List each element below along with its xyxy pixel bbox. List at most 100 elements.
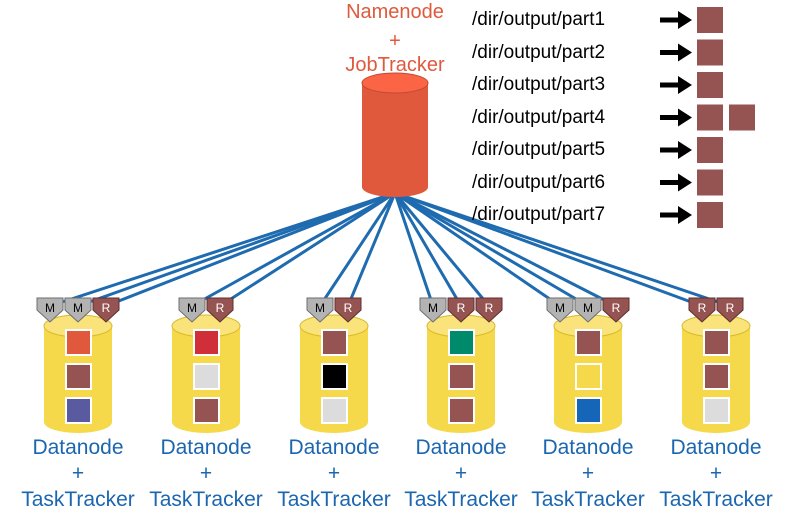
master-cylinder: [361, 72, 429, 197]
namenode-jobtracker: [361, 72, 429, 197]
map-slot-letter: M: [428, 301, 438, 315]
data-block: [65, 329, 92, 356]
reduce-slot-shape: [92, 297, 120, 323]
output-files: [660, 7, 755, 228]
data-block: [575, 329, 602, 356]
data-block: [65, 397, 92, 424]
connection-line: [393, 191, 463, 308]
data-block: [321, 363, 348, 390]
reduce-slot-letter: R: [612, 301, 621, 315]
map-slot-shape: [574, 297, 602, 323]
namenode-label: Namenode: [346, 1, 444, 23]
reduce-slot-shape: [475, 297, 503, 323]
connection-line: [190, 191, 397, 308]
map-slot: M: [64, 297, 92, 323]
arrow-head: [678, 43, 692, 62]
output-path-label: /dir/output/part4: [472, 106, 606, 128]
reduce-slot-shape: [334, 297, 362, 323]
reduce-slot: R: [206, 297, 234, 323]
map-slot-letter: M: [583, 301, 593, 315]
map-slot-shape: [64, 297, 92, 323]
reduce-slot-shape: [447, 297, 475, 323]
output-file-6: [660, 169, 723, 196]
datanode-label: Datanode: [542, 436, 634, 459]
tasktracker-label: TaskTracker: [21, 488, 135, 511]
master-plus-label: +: [389, 30, 401, 52]
output-path-label: /dir/output/part7: [472, 204, 606, 225]
tasktracker-label: TaskTracker: [149, 488, 263, 511]
output-path-label: /dir/output/part6: [472, 171, 606, 193]
reduce-slot-letter: R: [698, 301, 707, 315]
map-slot-shape: [36, 297, 64, 323]
node-plus-label: +: [581, 462, 595, 485]
reduce-slot-letter: R: [216, 301, 225, 315]
output-path-label: /dir/output/part3: [472, 74, 606, 95]
reduce-slot: R: [334, 297, 362, 323]
data-block: [321, 397, 348, 424]
output-file-2: [660, 39, 723, 66]
map-slot: M: [574, 297, 602, 323]
output-block: [697, 137, 723, 163]
node-plus-label: +: [199, 462, 213, 485]
output-block: [697, 39, 723, 66]
connection-line: [218, 191, 397, 308]
map-slot-shape: [306, 297, 334, 323]
datanode-label: Datanode: [670, 436, 762, 459]
data-block: [193, 397, 220, 424]
reduce-slot-letter: R: [102, 301, 111, 315]
data-block: [448, 363, 475, 390]
jobtracker-label: JobTracker: [345, 54, 445, 76]
output-path-label: /dir/output/part1: [472, 9, 606, 30]
node-plus-label: +: [71, 462, 85, 485]
data-block: [65, 363, 92, 390]
arrow-head: [678, 173, 692, 192]
data-block: [703, 363, 730, 390]
reduce-slot-shape: [206, 297, 234, 323]
tasktracker-label: TaskTracker: [659, 488, 773, 511]
reduce-slot-letter: R: [344, 301, 353, 315]
output-block: [729, 104, 755, 131]
data-block: [448, 329, 475, 356]
connection-line: [393, 191, 491, 308]
output-file-3: [660, 72, 723, 98]
reduce-slot: R: [447, 297, 475, 323]
output-file-5: [660, 137, 723, 163]
master-cylinder-top: [361, 72, 429, 94]
reduce-slot: R: [716, 297, 744, 323]
output-file-1: [660, 7, 723, 33]
connection-line: [393, 191, 435, 308]
map-slot-shape: [419, 297, 447, 323]
output-block: [697, 104, 723, 131]
node-plus-label: +: [454, 462, 468, 485]
map-slot: M: [178, 297, 206, 323]
connection-lines: [48, 191, 732, 308]
data-block: [575, 397, 602, 424]
map-slot-shape: [178, 297, 206, 323]
output-file-4: [660, 104, 755, 131]
reduce-slot: R: [92, 297, 120, 323]
reduce-slot-letter: R: [457, 301, 466, 315]
connection-line: [393, 191, 562, 308]
reduce-slot-shape: [688, 297, 716, 323]
reduce-slot-letter: R: [726, 301, 735, 315]
connection-line: [393, 191, 732, 308]
connection-line: [318, 191, 397, 308]
tasktracker-label: TaskTracker: [531, 488, 645, 511]
data-block: [321, 329, 348, 356]
arrow-head: [678, 76, 692, 94]
map-slot-letter: M: [45, 301, 55, 315]
arrow-head: [678, 141, 692, 159]
node-plus-label: +: [709, 462, 723, 485]
connection-line: [393, 191, 618, 308]
map-slot-letter: M: [187, 301, 197, 315]
datanode-label: Datanode: [288, 436, 380, 459]
data-block: [448, 397, 475, 424]
map-slot: M: [419, 297, 447, 323]
map-slot-shape: [546, 297, 574, 323]
